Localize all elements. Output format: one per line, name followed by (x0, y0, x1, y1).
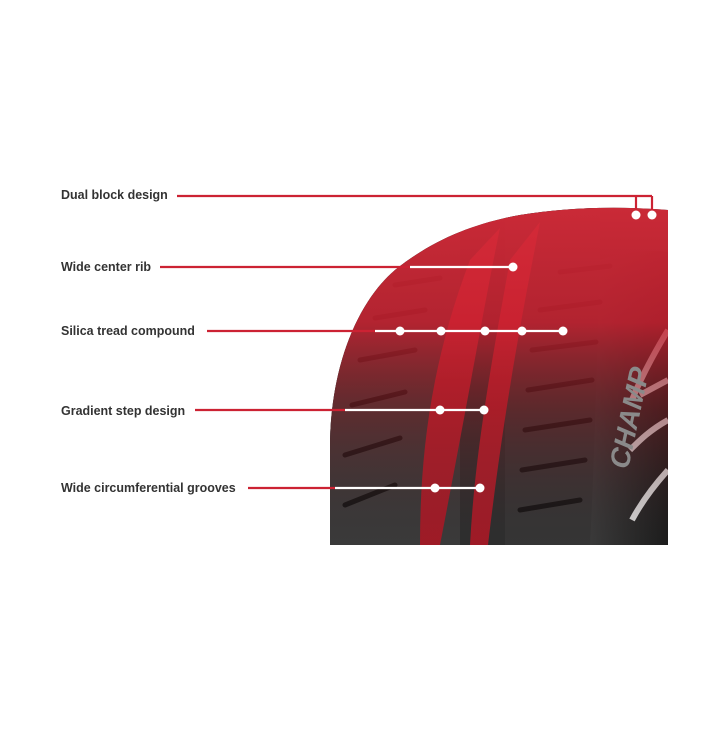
marker-dot (631, 210, 641, 220)
callout-leaders (160, 194, 654, 490)
marker-dot (395, 326, 405, 336)
marker-dot (558, 326, 568, 336)
label-wide-center-rib: Wide center rib (61, 259, 152, 274)
label-dual-block-design: Dual block design (61, 187, 168, 202)
marker-dot (480, 326, 490, 336)
marker-dot (475, 483, 485, 493)
marker-dot (479, 405, 489, 415)
marker-dot (647, 210, 657, 220)
label-gradient-step-design: Gradient step design (61, 403, 186, 418)
tire-tread: CHAMP (330, 207, 668, 545)
marker-dot (436, 326, 446, 336)
marker-dot (508, 262, 518, 272)
marker-dot (430, 483, 440, 493)
marker-dot (435, 405, 445, 415)
callout-markers (395, 210, 657, 493)
marker-dot (517, 326, 527, 336)
label-silica-tread-compound: Silica tread compound (61, 323, 195, 338)
label-wide-circumferential-grooves: Wide circumferential grooves (61, 480, 236, 495)
